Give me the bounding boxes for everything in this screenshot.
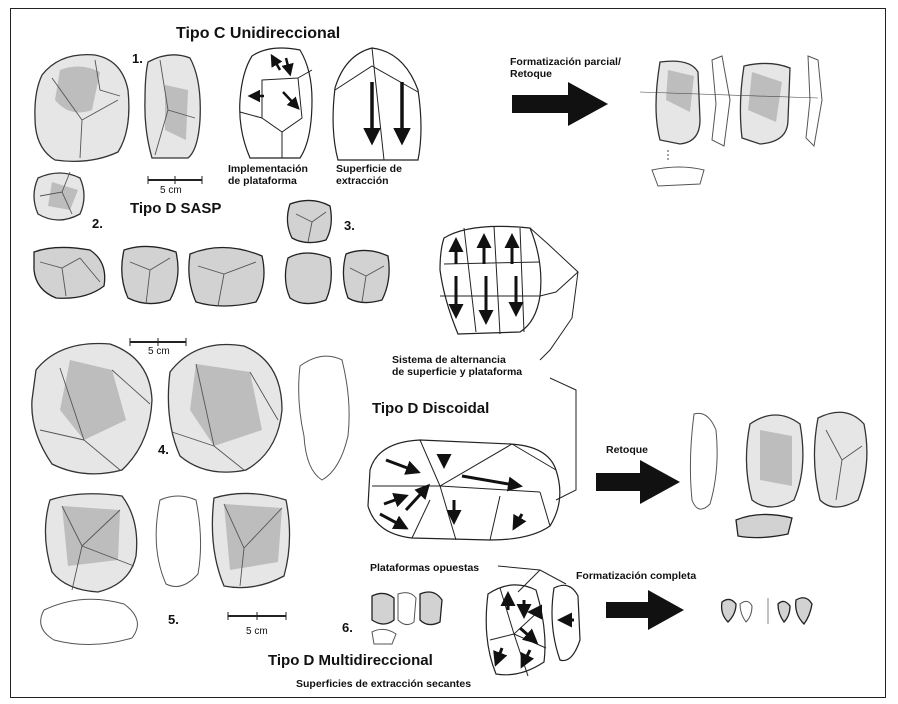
core-c-drawing-a [35,55,129,162]
caption-implementacion: Implementación de plataforma [228,163,308,187]
scale-bar-1 [148,176,202,184]
label-number-3: 3. [344,218,355,233]
big-arrow-1 [512,82,608,126]
big-arrow-3 [606,590,684,630]
core-6-drawings [372,592,442,644]
caption-implementacion-line1: Implementación [228,163,308,175]
core-5-drawings [41,493,290,644]
multidirectional-diagram [486,566,580,676]
core-4-drawings [32,344,349,480]
platform-diagram [240,48,312,158]
extraction-surface-diagram [333,48,421,160]
caption-implementacion-line2: de plataforma [228,175,308,187]
title-tipo-d-multidireccional: Tipo D Multidireccional [268,652,433,669]
retouched-flake-drawings [640,56,822,186]
caption-plataformas-opuestas: Plataformas opuestas [370,562,479,574]
label-number-5: 5. [168,612,179,627]
label-number-2: 2. [92,216,103,231]
core-3-group [285,200,389,303]
caption-sistema-line1: Sistema de alternancia [392,354,522,366]
label-number-1: 1. [132,51,143,66]
scale-bar-2 [130,338,186,346]
discoidal-retouched-points [690,412,867,537]
caption-retoque: Retoque [606,444,648,456]
alternation-diagram [440,226,578,360]
caption-formatizacion-parcial-line1: Formatización parcial/ [510,56,621,68]
caption-superficie: Superficie de extracción [336,163,402,187]
scale-label-2: 5 cm [148,346,170,357]
core-c-drawing-b [145,55,200,158]
caption-superficie-line2: extracción [336,175,402,187]
scale-label-1: 5 cm [160,185,182,196]
label-number-6: 6. [342,620,353,635]
caption-superficies-secantes: Superficies de extracción secantes [296,678,471,690]
caption-formatizacion-parcial: Formatización parcial/ Retoque [510,56,621,80]
scale-label-3: 5 cm [246,626,268,637]
complete-points-drawings [722,598,812,624]
big-arrow-2 [596,460,680,504]
title-tipo-d-sasp: Tipo D SASP [130,200,221,217]
caption-sistema-alternancia: Sistema de alternancia de superficie y p… [392,354,522,378]
core-2-small [34,172,84,220]
caption-sistema-line2: de superficie y plataforma [392,366,522,378]
title-tipo-d-discoidal: Tipo D Discoidal [372,400,489,417]
caption-superficie-line1: Superficie de [336,163,402,175]
sasp-cores-row [34,246,264,306]
label-number-4: 4. [158,442,169,457]
scale-bar-3 [228,612,286,620]
caption-formatizacion-completa: Formatización completa [576,570,696,582]
title-tipo-c: Tipo C Unidireccional [176,25,340,43]
caption-formatizacion-parcial-line2: Retoque [510,68,621,80]
